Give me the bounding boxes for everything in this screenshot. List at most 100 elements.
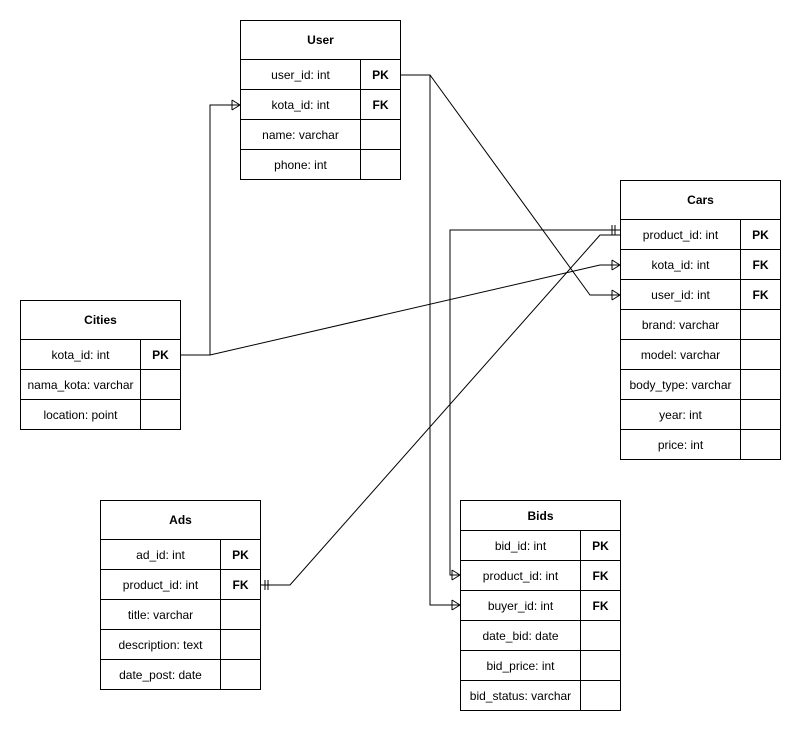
crowfoot-many-icon [231,99,241,106]
field-key-badge [581,621,620,650]
field-name: name: varchar [241,120,361,149]
field-key-badge: PK [592,538,609,553]
crowfoot-many-icon [451,569,461,576]
entity-field-row[interactable]: buyer_id: int FK [461,591,620,621]
entity-field-row[interactable]: kota_id: int FK [621,250,780,280]
field-key-badge: FK [592,598,609,613]
field-name: date_bid: date [461,621,581,650]
crowfoot-many-icon [611,294,621,301]
field-key-badge [361,120,400,149]
field-key-badge [221,660,260,689]
relationship-cities-user[interactable] [181,99,241,356]
entity-field-row[interactable]: ad_id: int PK [101,540,260,570]
field-key-badge [361,150,400,179]
entity-field-row[interactable]: user_id: int FK [621,280,780,310]
field-name: model: varchar [621,340,741,369]
field-name: bid_status: varchar [461,681,581,710]
entity-field-row[interactable]: product_id: int PK [621,220,780,250]
entity-field-row[interactable]: kota_id: int FK [241,90,400,120]
field-key-badge [741,310,780,339]
entity-field-row[interactable]: bid_status: varchar [461,681,620,710]
relationship-cities-cars[interactable] [209,259,621,356]
field-name: product_id: int [461,561,581,590]
relationship-user-bids[interactable] [429,75,461,611]
crowfoot-many-icon [611,264,621,271]
crowfoot-many-icon [451,599,461,606]
field-name: bid_id: int [461,531,581,560]
entity-field-row[interactable]: year: int [621,400,780,430]
entity-cars[interactable]: Cars product_id: int PK kota_id: int FK … [620,180,781,460]
entity-field-row[interactable]: bid_id: int PK [461,531,620,561]
relationship-user-cars[interactable] [401,74,621,301]
entity-field-row[interactable]: date_post: date [101,660,260,689]
crowfoot-many-icon [611,289,621,296]
entity-field-row[interactable]: title: varchar [101,600,260,630]
field-key-badge [141,370,180,399]
field-key-badge [741,400,780,429]
entity-field-row[interactable]: date_bid: date [461,621,620,651]
field-key-badge [741,430,780,459]
field-key-badge [581,651,620,680]
field-name: price: int [621,430,741,459]
field-name: kota_id: int [21,340,141,369]
field-name: bid_price: int [461,651,581,680]
field-name: kota_id: int [621,250,741,279]
field-name: kota_id: int [241,90,361,119]
field-key-badge [741,370,780,399]
entity-user-title: User [241,21,400,60]
field-key-badge: FK [752,257,769,272]
connector-line [401,74,620,296]
field-key-badge [221,600,260,629]
field-key-badge: FK [592,568,609,583]
connector-line [429,75,460,606]
field-key-badge: FK [752,287,769,302]
connector-line [209,264,601,356]
field-name: date_post: date [101,660,221,689]
entity-field-row[interactable]: description: text [101,630,260,660]
entity-cars-title: Cars [621,181,780,220]
field-name: buyer_id: int [461,591,581,620]
field-name: phone: int [241,150,361,179]
field-name: body_type: varchar [621,370,741,399]
field-key-badge: FK [232,577,249,592]
entity-field-row[interactable]: name: varchar [241,120,400,150]
entity-cities[interactable]: Cities kota_id: int PK nama_kota: varcha… [20,300,181,430]
entity-field-row[interactable]: bid_price: int [461,651,620,681]
entity-field-row[interactable]: nama_kota: varchar [21,370,180,400]
field-name: product_id: int [621,220,741,249]
entity-field-row[interactable]: location: point [21,400,180,429]
entity-field-row[interactable]: user_id: int PK [241,60,400,90]
crowfoot-many-icon [231,104,241,111]
field-key-badge: PK [152,347,169,362]
connector-line [181,104,240,356]
entity-field-row[interactable]: kota_id: int PK [21,340,180,370]
field-key-badge: PK [232,547,249,562]
field-key-badge [221,630,260,659]
field-name: title: varchar [101,600,221,629]
field-key-badge [581,681,620,710]
entity-bids-title: Bids [461,501,620,531]
crowfoot-many-icon [451,604,461,611]
field-key-badge: FK [372,97,389,112]
entity-cities-title: Cities [21,301,180,340]
entity-bids[interactable]: Bids bid_id: int PK product_id: int FK b… [460,500,621,711]
entity-field-row[interactable]: phone: int [241,150,400,179]
crowfoot-many-icon [451,574,461,581]
entity-ads-title: Ads [101,501,260,540]
field-name: user_id: int [621,280,741,309]
entity-field-row[interactable]: brand: varchar [621,310,780,340]
entity-field-row[interactable]: product_id: int FK [101,570,260,600]
field-name: year: int [621,400,741,429]
field-name: user_id: int [241,60,361,89]
entity-field-row[interactable]: model: varchar [621,340,780,370]
entity-field-row[interactable]: body_type: varchar [621,370,780,400]
entity-ads[interactable]: Ads ad_id: int PK product_id: int FK tit… [100,500,261,690]
crowfoot-many-icon [611,259,621,266]
field-name: ad_id: int [101,540,221,569]
entity-user[interactable]: User user_id: int PK kota_id: int FK nam… [240,20,401,180]
field-key-badge: PK [372,67,389,82]
entity-field-row[interactable]: product_id: int FK [461,561,620,591]
entity-field-row[interactable]: price: int [621,430,780,459]
field-name: brand: varchar [621,310,741,339]
